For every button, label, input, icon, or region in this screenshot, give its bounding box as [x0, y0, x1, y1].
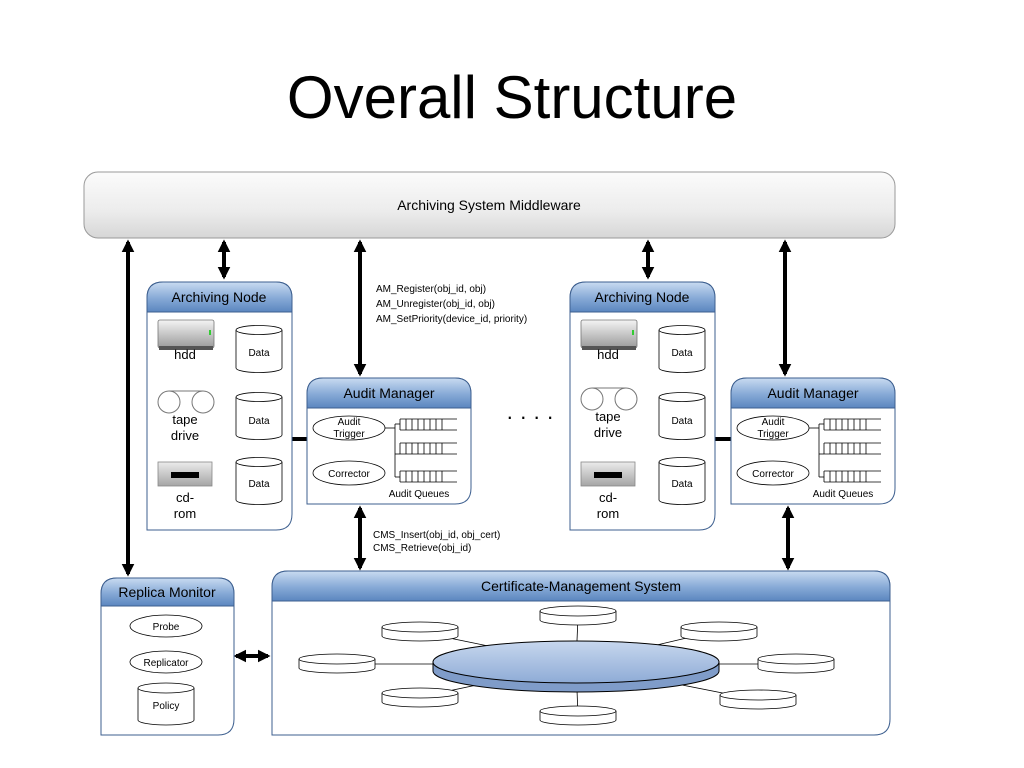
audit-queues-label: Audit Queues [389, 489, 450, 500]
queue-3 [823, 470, 881, 483]
audit-manager-title: Audit Manager [343, 385, 434, 401]
svg-text:Audit: Audit [762, 417, 785, 428]
svg-text:Corrector: Corrector [752, 469, 794, 480]
probe-node [129, 614, 203, 638]
queue-2 [823, 442, 881, 455]
tape-label: tape [172, 412, 197, 427]
storage-disk-icon [298, 653, 376, 674]
page-title: Overall Structure [286, 64, 738, 131]
audit-manager-2: Audit Manager Audit Trigger Corrector [730, 377, 896, 505]
storage-disk-icon [539, 705, 617, 726]
svg-text:AM_SetPriority(device_id, prio: AM_SetPriority(device_id, priority) [376, 314, 527, 325]
middleware-label: Archiving System Middleware [397, 197, 581, 213]
svg-text:Probe: Probe [153, 622, 180, 633]
svg-text:CMS_Retrieve(obj_id): CMS_Retrieve(obj_id) [373, 543, 471, 554]
replica-monitor-title: Replica Monitor [118, 584, 216, 600]
archiving-node-title: Archiving Node [595, 289, 690, 305]
rom-label: rom [597, 506, 619, 521]
cd-label: cd- [599, 490, 617, 505]
data-label: Data [248, 479, 270, 490]
cms-satellite-stores [298, 605, 835, 726]
ellipsis: · · · · [506, 404, 554, 429]
corrector-node [312, 460, 386, 486]
svg-text:CMS_Insert(obj_id, obj_cert): CMS_Insert(obj_id, obj_cert) [373, 530, 500, 541]
queue-2 [399, 442, 457, 455]
data-store-icon [658, 392, 706, 440]
connection-arrows [121, 239, 795, 663]
tape-drive-icon [157, 390, 215, 414]
cms-central-hub [432, 640, 720, 693]
data-store-icon [235, 457, 283, 505]
queue-1 [823, 418, 881, 431]
storage-disk-icon [381, 687, 459, 708]
queue-1 [399, 418, 457, 431]
data-label: Data [671, 479, 693, 490]
hdd-label: hdd [174, 347, 196, 362]
archiving-node-title: Archiving Node [172, 289, 267, 305]
svg-text:AM_Register(obj_id, obj): AM_Register(obj_id, obj) [376, 284, 486, 295]
cms-api-calls: CMS_Insert(obj_id, obj_cert) CMS_Retriev… [373, 530, 500, 554]
svg-text:Replicator: Replicator [143, 658, 189, 669]
storage-disk-icon [680, 621, 758, 642]
audit-manager-title: Audit Manager [767, 385, 858, 401]
data-store-icon [235, 392, 283, 440]
queue-3 [399, 470, 457, 483]
svg-text:Policy: Policy [153, 701, 180, 712]
audit-queues [385, 418, 457, 483]
policy-store-icon [137, 682, 195, 726]
storage-disk-icon [719, 689, 797, 710]
storage-disk-icon [381, 621, 459, 642]
replicator-node [129, 650, 203, 674]
storage-disk-icon [539, 605, 617, 626]
audit-manager-1: Audit Manager Audit Trigger Corrector [306, 377, 472, 505]
svg-text:Audit: Audit [338, 417, 361, 428]
storage-disk-icon [757, 653, 835, 674]
hdd-icon [157, 319, 215, 350]
drive-label: drive [171, 428, 199, 443]
cd-rom-icon [157, 461, 213, 487]
cd-label: cd- [176, 490, 194, 505]
rom-label: rom [174, 506, 196, 521]
hdd-icon [580, 319, 638, 350]
corrector-node [736, 460, 810, 486]
hdd-label: hdd [597, 347, 619, 362]
data-store-icon [235, 325, 283, 373]
replica-monitor: Replica Monitor Probe Replicator Policy [100, 577, 235, 736]
svg-text:Trigger: Trigger [333, 429, 365, 440]
audit-queues [809, 418, 881, 483]
drive-label: drive [594, 425, 622, 440]
audit-queues-label: Audit Queues [813, 489, 874, 500]
svg-text:Corrector: Corrector [328, 469, 370, 480]
data-label: Data [671, 416, 693, 427]
data-label: Data [248, 416, 270, 427]
cd-rom-icon [580, 461, 636, 487]
svg-text:AM_Unregister(obj_id, obj): AM_Unregister(obj_id, obj) [376, 299, 495, 310]
data-label: Data [671, 348, 693, 359]
data-store-icon [658, 457, 706, 505]
archiving-node-2: Archiving Node hdd tape drive cd- rom Da… [569, 281, 716, 531]
tape-label: tape [595, 409, 620, 424]
tape-drive-icon [580, 387, 638, 411]
archiving-node-1: Archiving Node hdd tape drive cd- rom D [146, 281, 293, 531]
am-api-calls: AM_Register(obj_id, obj) AM_Unregister(o… [376, 284, 527, 325]
data-label: Data [248, 348, 270, 359]
middleware-bar: Archiving System Middleware [83, 171, 896, 239]
data-store-icon [658, 325, 706, 373]
svg-text:Trigger: Trigger [757, 429, 789, 440]
cms-title: Certificate-Management System [481, 578, 681, 594]
